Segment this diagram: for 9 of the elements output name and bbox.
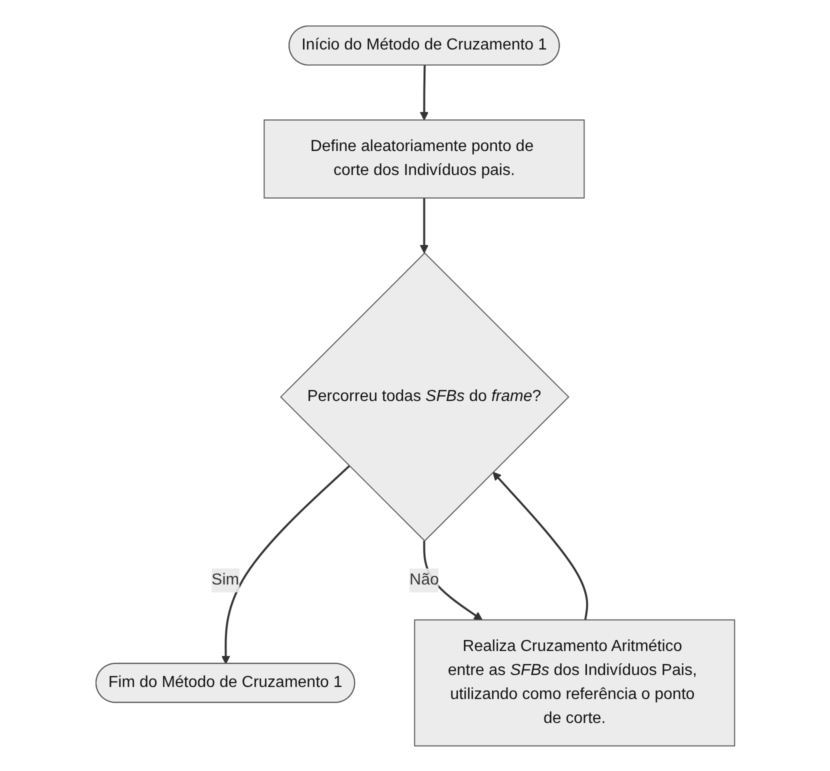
node-diamond: Percorreu todas SFBs do frame? — [280, 252, 570, 542]
arrow — [492, 471, 588, 620]
node-box: Define aleatoriamente ponto de corte dos Indivíduos pais. — [263, 119, 584, 198]
arrow — [221, 464, 350, 664]
arrow — [419, 198, 428, 253]
edge-label: Não — [409, 570, 439, 588]
edge-label: Sim — [211, 570, 239, 588]
arrow — [419, 65, 428, 120]
node-box: Realiza Cruzamento Aritmético entre as SFBs dos Indivíduos Pais, utilizando como referência o ponto de corte. — [414, 618, 735, 746]
